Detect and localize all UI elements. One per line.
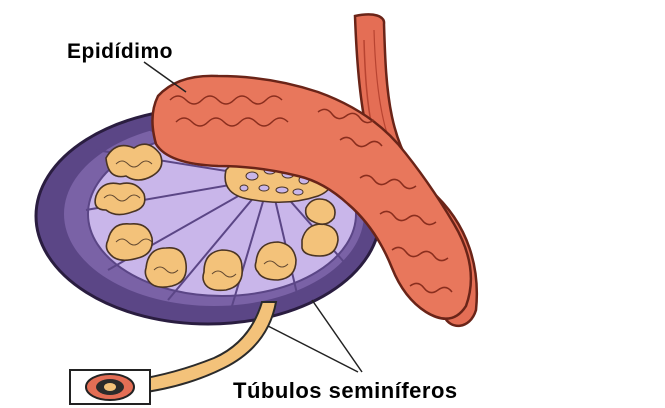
epididymis-leader	[144, 62, 186, 92]
seminiferous-tubules-label: Túbulos seminíferos	[233, 378, 458, 404]
tubules-leader-1	[268, 326, 358, 372]
vas-deferens-cross-section-icon	[70, 370, 150, 404]
epididymis-label: Epidídimo	[67, 40, 173, 64]
